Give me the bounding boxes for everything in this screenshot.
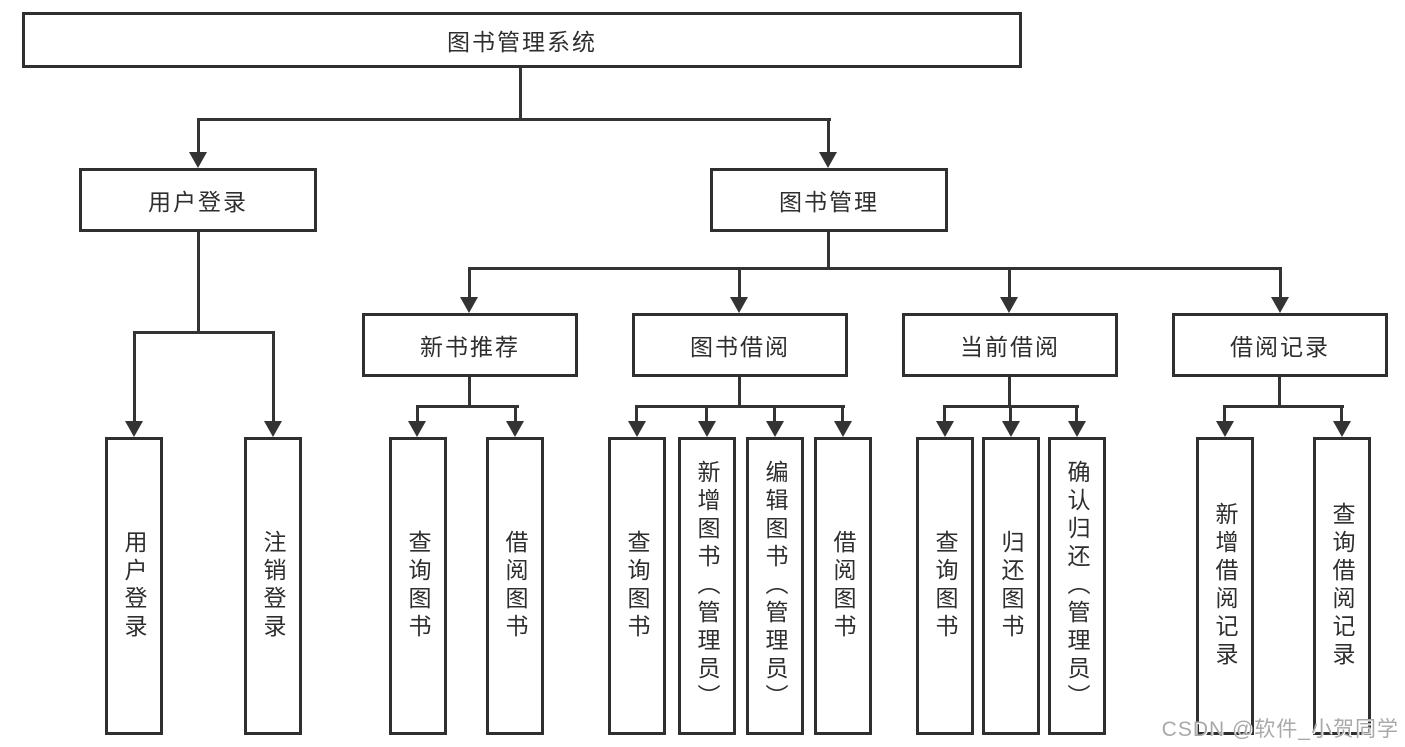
connector-line [738, 267, 741, 299]
arrow-down-icon [506, 421, 524, 437]
connector-line [1340, 405, 1343, 423]
connector-line [705, 405, 708, 423]
node-new-book-recommend: 新书推荐 [362, 313, 578, 377]
node-leaf-confirm-return-admin: 确认归还（管理员） [1048, 437, 1106, 735]
arrow-down-icon [834, 421, 852, 437]
arrow-down-icon [628, 421, 646, 437]
connector-line [635, 405, 845, 408]
node-library-system: 图书管理系统 [22, 12, 1022, 68]
connector-line [197, 118, 200, 154]
node-current-borrow: 当前借阅 [902, 313, 1118, 377]
node-user-login: 用户登录 [79, 168, 317, 232]
node-leaf-add-borrow-record: 新增借阅记录 [1196, 437, 1254, 735]
arrow-down-icon [698, 421, 716, 437]
node-leaf-edit-book-admin-label: 编辑图书（管理员） [762, 460, 788, 712]
node-current-borrow-label: 当前借阅 [960, 334, 1060, 360]
connector-line [1279, 267, 1282, 299]
arrow-down-icon [408, 421, 426, 437]
connector-line [272, 331, 275, 421]
node-leaf-borrow-books-recommend-label: 借阅图书 [502, 530, 528, 642]
node-leaf-query-borrow-record-label: 查询借阅记录 [1329, 502, 1355, 670]
node-leaf-borrow-books-borrow: 借阅图书 [814, 437, 872, 735]
arrow-down-icon [1000, 297, 1018, 313]
arrow-down-icon [1333, 421, 1351, 437]
connector-line [1223, 405, 1226, 423]
connector-line [468, 375, 471, 407]
node-leaf-return-book: 归还图书 [982, 437, 1040, 735]
connector-line [841, 405, 844, 423]
node-book-borrow: 图书借阅 [632, 313, 848, 377]
connector-line [1009, 405, 1012, 423]
node-book-management: 图书管理 [710, 168, 948, 232]
connector-line [773, 405, 776, 423]
node-leaf-query-books-borrow: 查询图书 [608, 437, 666, 735]
node-leaf-edit-book-admin: 编辑图书（管理员） [746, 437, 804, 735]
node-leaf-query-borrow-record: 查询借阅记录 [1313, 437, 1371, 735]
connector-line [1008, 375, 1011, 407]
arrow-down-icon [730, 297, 748, 313]
node-library-system-label: 图书管理系统 [447, 29, 597, 55]
connector-line [133, 331, 136, 421]
node-book-borrow-label: 图书借阅 [690, 334, 790, 360]
node-leaf-return-book-label: 归还图书 [998, 530, 1024, 642]
node-leaf-borrow-books-recommend: 借阅图书 [486, 437, 544, 735]
connector-line [468, 267, 1282, 270]
connector-line [133, 331, 275, 334]
connector-line [1008, 267, 1011, 299]
connector-line [468, 267, 471, 299]
connector-line [519, 66, 522, 120]
node-leaf-add-book-admin-label: 新增图书（管理员） [694, 460, 720, 712]
csdn-watermark: CSDN @软件_小贺同学 [1161, 718, 1399, 741]
connector-line [197, 118, 831, 121]
node-leaf-query-books-current: 查询图书 [916, 437, 974, 735]
arrow-down-icon [766, 421, 784, 437]
connector-line [1223, 405, 1344, 408]
arrow-down-icon [264, 421, 282, 437]
arrow-down-icon [460, 297, 478, 313]
connector-line [738, 375, 741, 407]
arrow-down-icon [1216, 421, 1234, 437]
node-book-management-label: 图书管理 [779, 189, 879, 215]
node-new-book-recommend-label: 新书推荐 [420, 334, 520, 360]
connector-line [197, 230, 200, 333]
node-leaf-logout-label: 注销登录 [260, 530, 286, 642]
arrow-down-icon [819, 152, 837, 168]
arrow-down-icon [189, 152, 207, 168]
node-leaf-add-borrow-record-label: 新增借阅记录 [1212, 502, 1238, 670]
node-leaf-confirm-return-admin-label: 确认归还（管理员） [1064, 460, 1090, 712]
node-leaf-user-login: 用户登录 [105, 437, 163, 735]
node-leaf-add-book-admin: 新增图书（管理员） [678, 437, 736, 735]
node-borrow-records-label: 借阅记录 [1230, 334, 1330, 360]
connector-line [635, 405, 638, 423]
arrow-down-icon [1068, 421, 1086, 437]
connector-line [827, 230, 830, 270]
node-leaf-borrow-books-borrow-label: 借阅图书 [830, 530, 856, 642]
node-borrow-records: 借阅记录 [1172, 313, 1388, 377]
connector-line [1278, 375, 1281, 407]
connector-line [943, 405, 946, 423]
connector-line [416, 405, 419, 423]
node-leaf-query-books-borrow-label: 查询图书 [624, 530, 650, 642]
connector-line [1075, 405, 1078, 423]
node-leaf-query-books-recommend: 查询图书 [389, 437, 447, 735]
node-leaf-user-login-label: 用户登录 [121, 530, 147, 642]
connector-line [827, 118, 830, 154]
connector-line [514, 405, 517, 423]
arrow-down-icon [936, 421, 954, 437]
node-user-login-label: 用户登录 [148, 189, 248, 215]
arrow-down-icon [1271, 297, 1289, 313]
arrow-down-icon [125, 421, 143, 437]
arrow-down-icon [1002, 421, 1020, 437]
connector-line [416, 405, 519, 408]
node-leaf-query-books-current-label: 查询图书 [932, 530, 958, 642]
node-leaf-query-books-recommend-label: 查询图书 [405, 530, 431, 642]
node-leaf-logout: 注销登录 [244, 437, 302, 735]
